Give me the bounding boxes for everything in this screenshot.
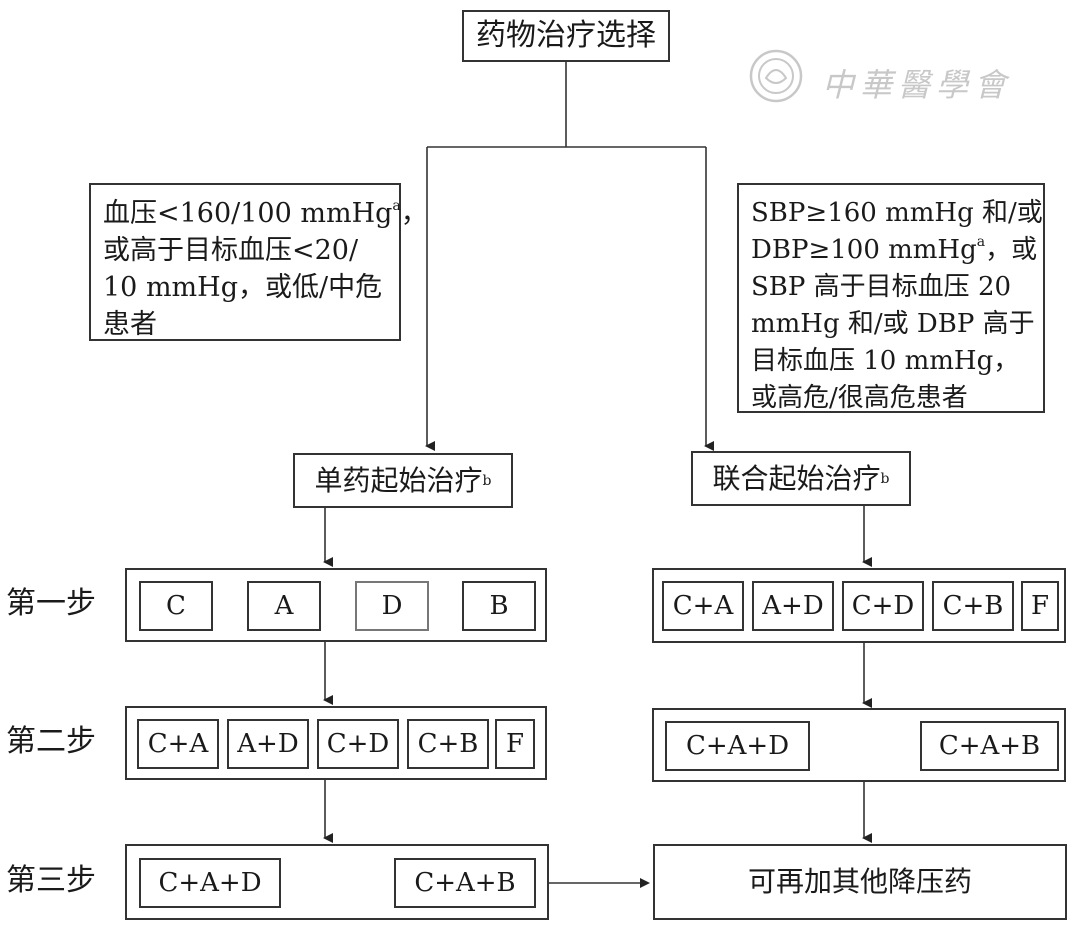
journal-seal-icon <box>749 49 803 103</box>
left-step2-item: A+D <box>227 719 309 769</box>
right-step1-row: C+A A+D C+D C+B F <box>652 568 1066 643</box>
left-step2-item: C+D <box>317 719 399 769</box>
left-condition-line-3: 10 mmHg，或低/中危 <box>103 272 383 303</box>
left-condition-line-2: 或高于目标血压<20/ <box>103 235 359 266</box>
right-step2-item: C+A+D <box>665 721 810 771</box>
right-step1-item: C+A <box>662 581 744 631</box>
right-condition-line-4: mmHg 和/或 DBP 高于 <box>751 309 1035 339</box>
right-condition-line-2-suffix: ，或 <box>985 235 1038 265</box>
title: 药物治疗选择 <box>476 18 656 53</box>
left-step1-row: C A D B <box>125 568 547 642</box>
left-condition-box: 血压<160/100 mmHga， 或高于目标血压<20/ 10 mmHg，或低… <box>89 183 428 341</box>
left-condition-line-1: 血压<160/100 mmHg <box>103 198 393 229</box>
right-step2-item: C+A+B <box>920 721 1059 771</box>
left-condition-line-4: 患者 <box>103 309 157 340</box>
right-step2-row: C+A+D C+A+B <box>652 708 1066 782</box>
right-condition-line-2: DBP≥100 mmHg <box>751 235 977 265</box>
left-step2-item: C+B <box>407 719 489 769</box>
right-step1-item: A+D <box>752 581 834 631</box>
watermark: 中華醫學會 <box>748 48 1018 106</box>
left-condition-sup: a <box>392 198 401 214</box>
right-condition-line-3: SBP 高于目标血压 20 <box>751 272 1012 302</box>
right-step1-item: C+B <box>932 581 1014 631</box>
title-box: 药物治疗选择 <box>462 10 670 62</box>
right-condition-sup: a <box>976 234 986 250</box>
step-label-3: 第三步 <box>6 863 96 898</box>
left-step3-item: C+A+D <box>139 858 281 908</box>
left-step1-item: A <box>247 581 321 631</box>
final-box: 可再加其他降压药 <box>653 844 1067 920</box>
right-condition-line-6: 或高危/很高危患者 <box>751 383 968 413</box>
left-step1-item: B <box>462 581 536 631</box>
combo-start-label: 联合起始治疗 <box>712 461 881 495</box>
left-step3-row: C+A+D C+A+B <box>125 844 549 920</box>
left-step2-item: F <box>495 719 535 769</box>
right-step1-item: C+D <box>842 581 924 631</box>
left-step2-row: C+A A+D C+D C+B F <box>125 706 547 780</box>
left-step2-item: C+A <box>137 719 219 769</box>
left-step1-item: D <box>355 581 429 631</box>
left-step3-item: C+A+B <box>394 858 536 908</box>
left-step1-item: C <box>139 581 213 631</box>
right-step1-item: F <box>1021 581 1059 631</box>
right-condition-line-1: SBP≥160 mmHg 和/或 <box>751 198 1043 228</box>
mono-start-label: 单药起始治疗 <box>314 463 483 497</box>
step-label-1: 第一步 <box>6 586 96 621</box>
step-label-2: 第二步 <box>6 724 96 759</box>
final-label: 可再加其他降压药 <box>747 865 972 898</box>
watermark-text: 中華醫學會 <box>822 66 1013 104</box>
right-condition-line-5: 目标血压 10 mmHg， <box>751 346 1020 376</box>
right-condition-box: SBP≥160 mmHg 和/或 DBP≥100 mmHga，或 SBP 高于目… <box>737 183 1045 413</box>
